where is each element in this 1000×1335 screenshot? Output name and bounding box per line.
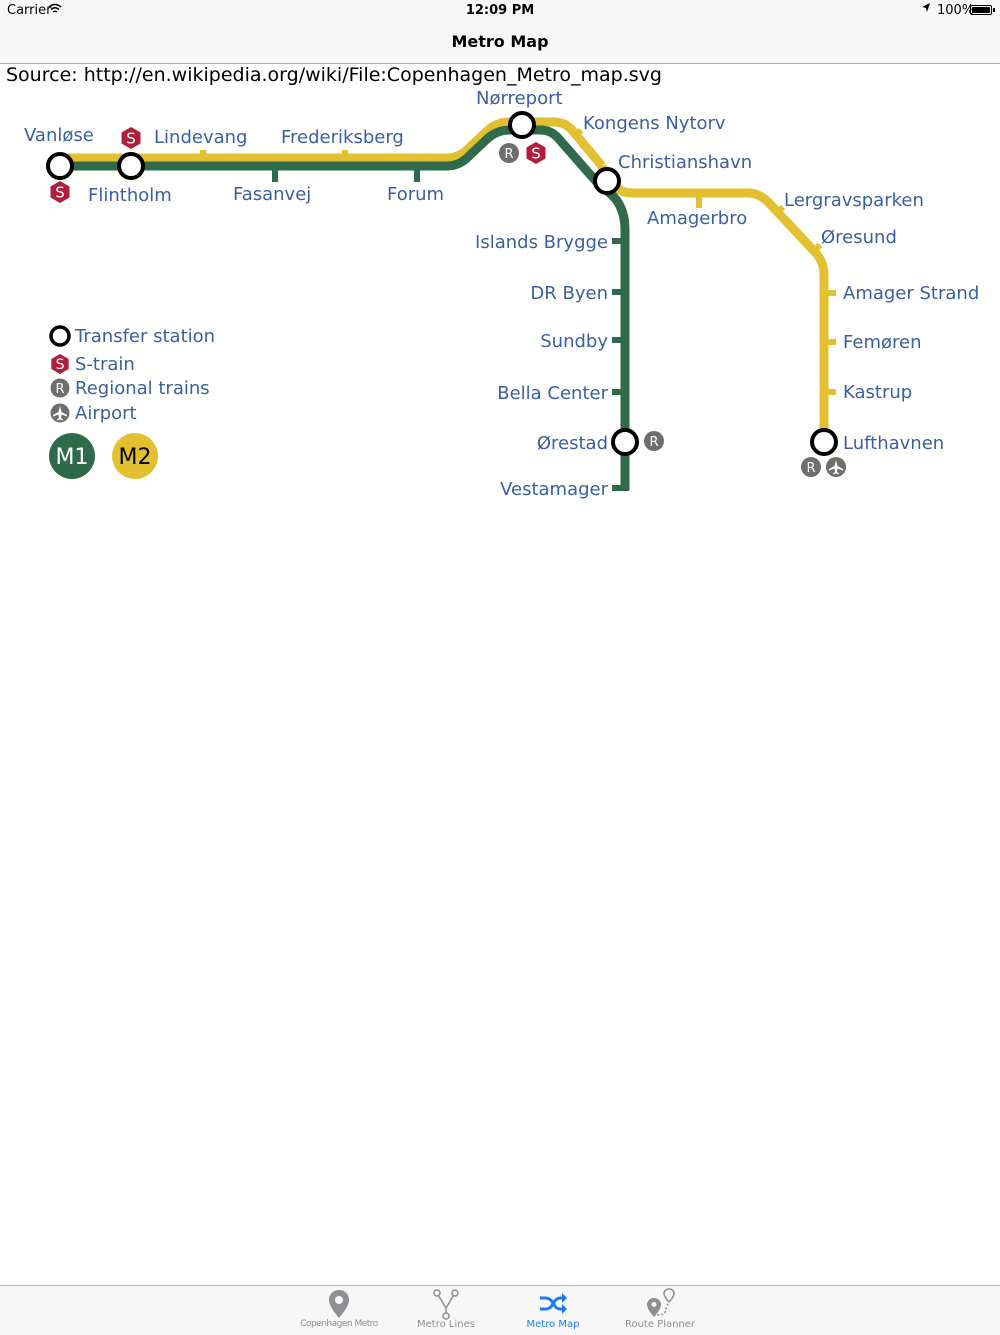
- m2-line-badge: [112, 433, 158, 479]
- m1-station-ticks: [272, 166, 629, 491]
- station-label-islands-brygge: Islands Brygge: [475, 232, 608, 253]
- status-time: 12:09 PM: [465, 3, 535, 18]
- m1-badge-label: M1: [56, 445, 89, 470]
- station-label-lergravsparken: Lergravsparken: [784, 190, 924, 211]
- transfer-flintholm: [117, 152, 145, 180]
- legend-s-train-label: S-train: [75, 354, 135, 375]
- station-label-vanlose: Vanløse: [24, 125, 94, 146]
- station-label-amager-strand: Amager Strand: [843, 283, 979, 304]
- tab-bar: Copenhagen Metro Metro Lines Metro Map R…: [0, 1285, 1000, 1335]
- tab-metro-map[interactable]: Metro Map: [503, 1286, 603, 1335]
- legend-transfer-icon: [49, 325, 71, 347]
- legend-s-train-icon: S: [51, 354, 69, 374]
- r-letter: R: [806, 461, 815, 476]
- station-label-oresund: Øresund: [821, 227, 897, 248]
- s-letter: S: [126, 130, 136, 148]
- status-bar: Carrier 12:09 PM 100%: [0, 0, 1000, 22]
- station-label-kongens-nytorv: Kongens Nytorv: [583, 113, 726, 134]
- station-label-fasanvej: Fasanvej: [233, 184, 311, 205]
- station-label-dr-byen: DR Byen: [530, 283, 608, 304]
- regional-train-icon: R: [499, 143, 519, 163]
- navigation-bar: Metro Map: [0, 22, 1000, 64]
- regional-train-icon: R: [644, 431, 664, 451]
- location-arrow-icon: [921, 2, 931, 18]
- regional-train-icon: R: [801, 457, 821, 477]
- tab-label: Copenhagen Metro: [300, 1319, 378, 1329]
- r-letter: R: [649, 435, 658, 450]
- legend-transfer-label: Transfer station: [74, 326, 215, 347]
- station-label-lindevang: Lindevang: [154, 127, 247, 148]
- tab-label: Metro Map: [526, 1319, 580, 1330]
- m2-line-west: [60, 117, 606, 169]
- m2-badge-label: M2: [119, 445, 152, 470]
- transfer-vanlose: [46, 152, 74, 180]
- metro-map: S S S R R R Vanløse Flintholm Lindevang …: [24, 88, 979, 500]
- s-letter: S: [56, 357, 65, 373]
- s-train-icon: S: [526, 142, 546, 164]
- legend-airport-icon: [50, 403, 70, 423]
- shuffle-icon: [540, 1293, 567, 1314]
- legend-regional-icon: R: [50, 378, 70, 398]
- station-label-sundby: Sundby: [540, 331, 608, 352]
- legend-airport-label: Airport: [75, 403, 137, 424]
- branch-lines-icon: [433, 1289, 459, 1320]
- map-legend: Transfer station S S-train R Regional tr…: [49, 325, 215, 479]
- tab-metro-lines[interactable]: Metro Lines: [396, 1286, 496, 1335]
- transfer-norreport: [508, 111, 536, 139]
- transfer-christianshavn: [593, 167, 621, 195]
- station-label-kastrup: Kastrup: [843, 382, 912, 403]
- wifi-icon: [48, 3, 62, 18]
- transfer-orestad: [611, 428, 639, 456]
- station-label-norreport: Nørreport: [476, 88, 563, 109]
- battery-icon: [970, 5, 995, 15]
- r-letter: R: [504, 147, 513, 162]
- legend-regional-label: Regional trains: [75, 378, 210, 399]
- station-label-frederiksberg: Frederiksberg: [281, 127, 404, 148]
- station-label-christianshavn: Christianshavn: [618, 152, 752, 173]
- tab-route-planner[interactable]: Route Planner: [610, 1286, 710, 1335]
- page-title: Metro Map: [451, 32, 549, 51]
- airport-icon: [826, 457, 846, 477]
- station-tick-kongens-nytorv: [572, 128, 584, 139]
- station-label-bella-center: Bella Center: [497, 383, 608, 404]
- s-letter: S: [55, 184, 65, 202]
- s-letter: S: [531, 145, 541, 163]
- station-label-amagerbro: Amagerbro: [647, 208, 747, 229]
- station-tick-lergravsparken: [772, 204, 786, 218]
- map-pin-icon: [329, 1290, 349, 1318]
- m2-station-ticks: [200, 128, 836, 395]
- s-train-icon: S: [121, 127, 141, 149]
- station-label-flintholm: Flintholm: [88, 185, 172, 206]
- station-label-forum: Forum: [387, 184, 444, 205]
- station-label-lufthavnen: Lufthavnen: [843, 433, 944, 454]
- transfer-lufthavnen: [810, 428, 838, 456]
- r-letter: R: [55, 382, 64, 397]
- station-label-femoren: Femøren: [843, 332, 921, 353]
- s-train-icon: S: [50, 181, 70, 203]
- source-attribution: Source: http://en.wikipedia.org/wiki/Fil…: [6, 64, 662, 86]
- battery-percent: 100%: [937, 3, 975, 18]
- tab-label: Route Planner: [624, 1319, 696, 1330]
- route-planner-icon: [647, 1288, 675, 1317]
- m1-line-badge: [49, 433, 95, 479]
- tab-label: Metro Lines: [417, 1319, 475, 1330]
- carrier-name: Carrier: [7, 3, 52, 18]
- station-label-vestamager: Vestamager: [500, 479, 609, 500]
- tab-copenhagen-metro[interactable]: Copenhagen Metro: [289, 1286, 389, 1335]
- station-tick-oresund: [810, 242, 823, 255]
- station-label-orestad: Ørestad: [537, 433, 608, 454]
